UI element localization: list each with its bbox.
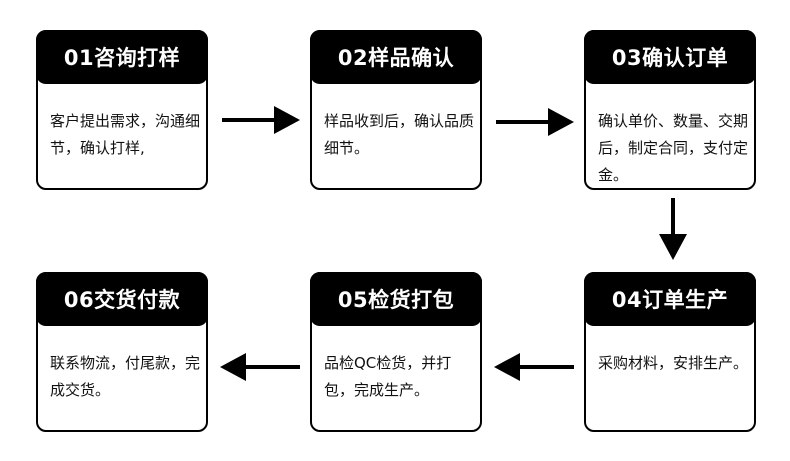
arrow-left-icon	[220, 353, 300, 381]
step-title: 06交货付款	[36, 272, 208, 326]
arrow-down-icon	[659, 198, 687, 260]
step-card-05: 05检货打包 品检QC检货，并打包，完成生产。	[310, 272, 482, 432]
arrow-right-icon	[496, 108, 574, 136]
step-title: 03确认订单	[584, 30, 756, 84]
step-description: 确认单价、数量、交期后，制定合同，支付定金。	[598, 112, 749, 184]
step-card-01: 01咨询打样 客户提出需求，沟通细节，确认打样,	[36, 30, 208, 190]
step-description: 样品收到后，确认品质细节。	[324, 112, 475, 157]
step-title: 05检货打包	[310, 272, 482, 326]
step-description: 客户提出需求，沟通细节，确认打样,	[50, 112, 201, 157]
step-card-02: 02样品确认 样品收到后，确认品质细节。	[310, 30, 482, 190]
step-card-03: 03确认订单 确认单价、数量、交期后，制定合同，支付定金。	[584, 30, 756, 190]
arrow-left-icon	[494, 353, 574, 381]
step-description: 联系物流，付尾款，完成交货。	[50, 354, 201, 399]
arrow-right-icon	[222, 106, 300, 134]
step-title: 01咨询打样	[36, 30, 208, 84]
step-card-04: 04订单生产 采购材料，安排生产。	[584, 272, 756, 432]
step-card-06: 06交货付款 联系物流，付尾款，完成交货。	[36, 272, 208, 432]
step-description: 品检QC检货，并打包，完成生产。	[324, 354, 452, 399]
step-description: 采购材料，安排生产。	[598, 354, 749, 372]
step-title: 04订单生产	[584, 272, 756, 326]
step-title: 02样品确认	[310, 30, 482, 84]
